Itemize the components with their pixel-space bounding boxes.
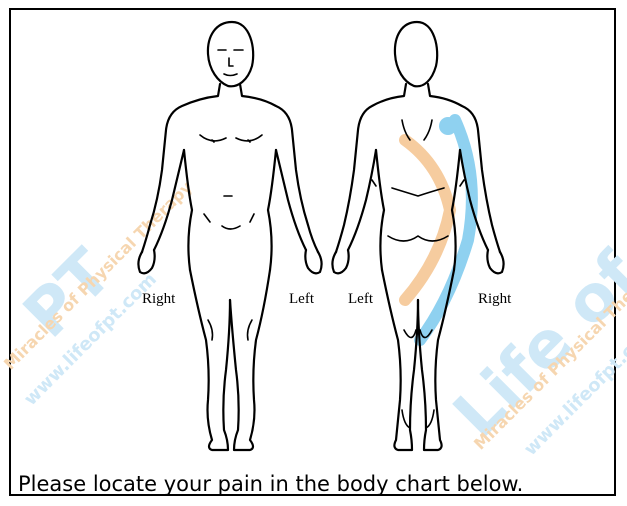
life-of-pt-logo: [405, 117, 472, 340]
front-body-figure: [138, 22, 321, 450]
front-left-label: Left: [289, 291, 314, 308]
back-right-label: Right: [478, 291, 511, 308]
back-body-figure: [332, 22, 503, 450]
instruction-caption: Please locate your pain in the body char…: [18, 472, 523, 496]
back-left-label: Left: [348, 291, 373, 308]
front-right-label: Right: [142, 291, 175, 308]
